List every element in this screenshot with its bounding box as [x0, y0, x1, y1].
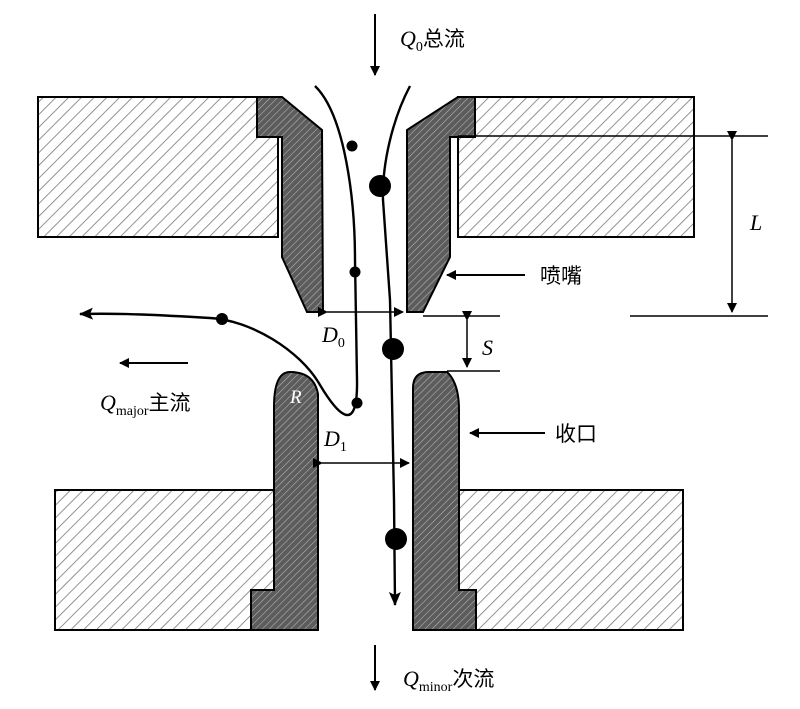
major-flow-streamline — [79, 85, 359, 417]
lower-left-block — [54, 489, 286, 631]
upper-right-block — [457, 96, 695, 238]
dimension-S — [423, 311, 500, 372]
collector-right-wall — [412, 371, 477, 631]
nozzle-diameter-D0-label: D0 — [321, 322, 345, 351]
minor-flow-label: Qminor次流 — [403, 666, 494, 695]
lower-right-block — [449, 489, 684, 631]
nozzle-right-wall — [406, 96, 476, 313]
small-particle — [216, 313, 228, 325]
small-particle — [351, 397, 363, 409]
nozzle-label: 喷嘴 — [540, 264, 582, 288]
total-flow-label: Q0总流 — [400, 26, 465, 55]
small-particle — [349, 266, 361, 278]
large-particle — [382, 338, 404, 360]
large-particle — [385, 528, 407, 550]
upper-left-block — [37, 96, 279, 238]
small-particle — [346, 140, 358, 152]
gap-S-label: S — [482, 335, 493, 360]
radius-R-label: R — [289, 387, 302, 408]
collector-left-wall — [250, 370, 319, 631]
nozzle-left-wall — [256, 96, 325, 313]
dimension-L — [458, 131, 768, 317]
major-flow-label: Qmajor主流 — [100, 390, 191, 419]
large-particle — [369, 175, 391, 197]
collector-label: 收口 — [555, 422, 597, 446]
collector-diameter-D1-label: D1 — [323, 426, 347, 455]
length-L-label: L — [749, 210, 762, 235]
